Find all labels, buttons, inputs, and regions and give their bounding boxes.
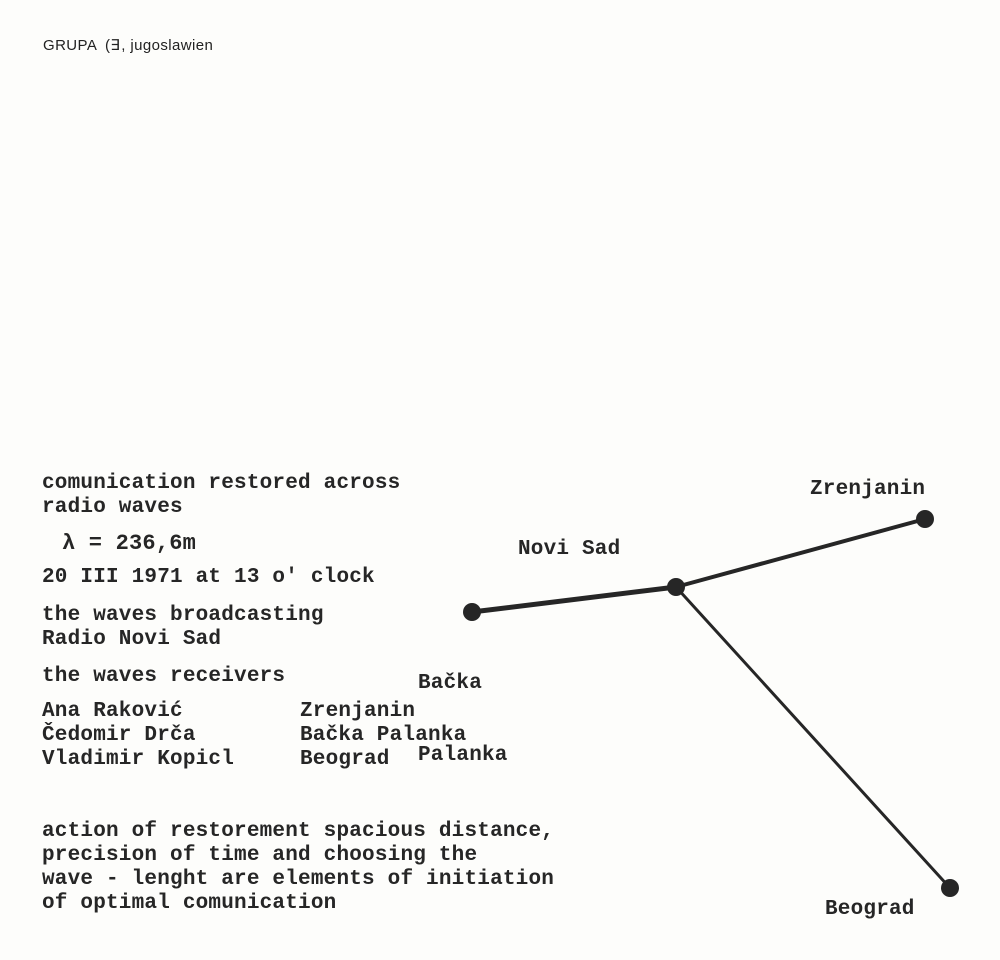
receiver-name: Čedomir Drča bbox=[42, 724, 196, 747]
location-text: , jugoslawien bbox=[121, 37, 214, 54]
text-line: radio waves bbox=[42, 496, 183, 519]
label-beograd: Beograd bbox=[825, 898, 915, 921]
link-novi-sad-zrenjanin bbox=[674, 517, 927, 589]
group-name: GRUPA bbox=[43, 37, 97, 54]
text-line: wave - lenght are elements of initiation bbox=[42, 868, 555, 891]
link-backa-palanka-novi-sad bbox=[469, 584, 679, 615]
text-line: Radio Novi Sad bbox=[42, 628, 222, 651]
closing-statement: action of restorement spacious distance,… bbox=[42, 820, 554, 916]
intro-text: comunication restored across radio waves bbox=[42, 472, 400, 520]
broadcaster-text: the waves broadcasting Radio Novi Sad bbox=[42, 604, 324, 652]
node-beograd bbox=[941, 879, 959, 897]
link-novi-sad-beograd bbox=[674, 585, 952, 890]
receiver-name: Ana Raković bbox=[42, 700, 183, 723]
text-line: precision of time and choosing the bbox=[42, 844, 478, 867]
group-logo: (∃ bbox=[104, 37, 121, 54]
receiver-row: Ana Raković Zrenjanin bbox=[42, 700, 502, 724]
text-line: of optimal comunication bbox=[42, 892, 337, 915]
label-zrenjanin: Zrenjanin bbox=[810, 478, 926, 501]
header: GRUPA (∃, jugoslawien bbox=[43, 36, 213, 54]
node-backa-palanka bbox=[463, 603, 481, 621]
receiver-name: Vladimir Kopicl bbox=[42, 748, 235, 771]
wavelength: λ = 236,6m bbox=[62, 531, 197, 556]
label-novi-sad: Novi Sad bbox=[518, 538, 621, 561]
text-line: comunication restored across bbox=[42, 472, 401, 495]
node-zrenjanin bbox=[916, 510, 934, 528]
receivers-heading: the waves receivers bbox=[42, 665, 286, 688]
label-backa-palanka: Bačka Palanka bbox=[418, 624, 508, 792]
text-line: the waves broadcasting bbox=[42, 604, 324, 627]
label-line: Palanka bbox=[418, 744, 508, 767]
broadcast-datetime: 20 III 1971 at 13 o' clock bbox=[42, 566, 375, 589]
receiver-city: Zrenjanin bbox=[300, 700, 416, 723]
receiver-row: Čedomir Drča Bačka Palanka bbox=[42, 724, 502, 748]
receivers-list: Ana Raković Zrenjanin Čedomir Drča Bačka… bbox=[42, 700, 502, 772]
text-line: action of restorement spacious distance, bbox=[42, 820, 555, 843]
receiver-city: Bačka Palanka bbox=[300, 724, 467, 747]
label-line: Bačka bbox=[418, 672, 483, 695]
receiver-row: Vladimir Kopicl Beograd bbox=[42, 748, 502, 772]
node-novi-sad bbox=[667, 578, 685, 596]
receiver-city: Beograd bbox=[300, 748, 390, 771]
